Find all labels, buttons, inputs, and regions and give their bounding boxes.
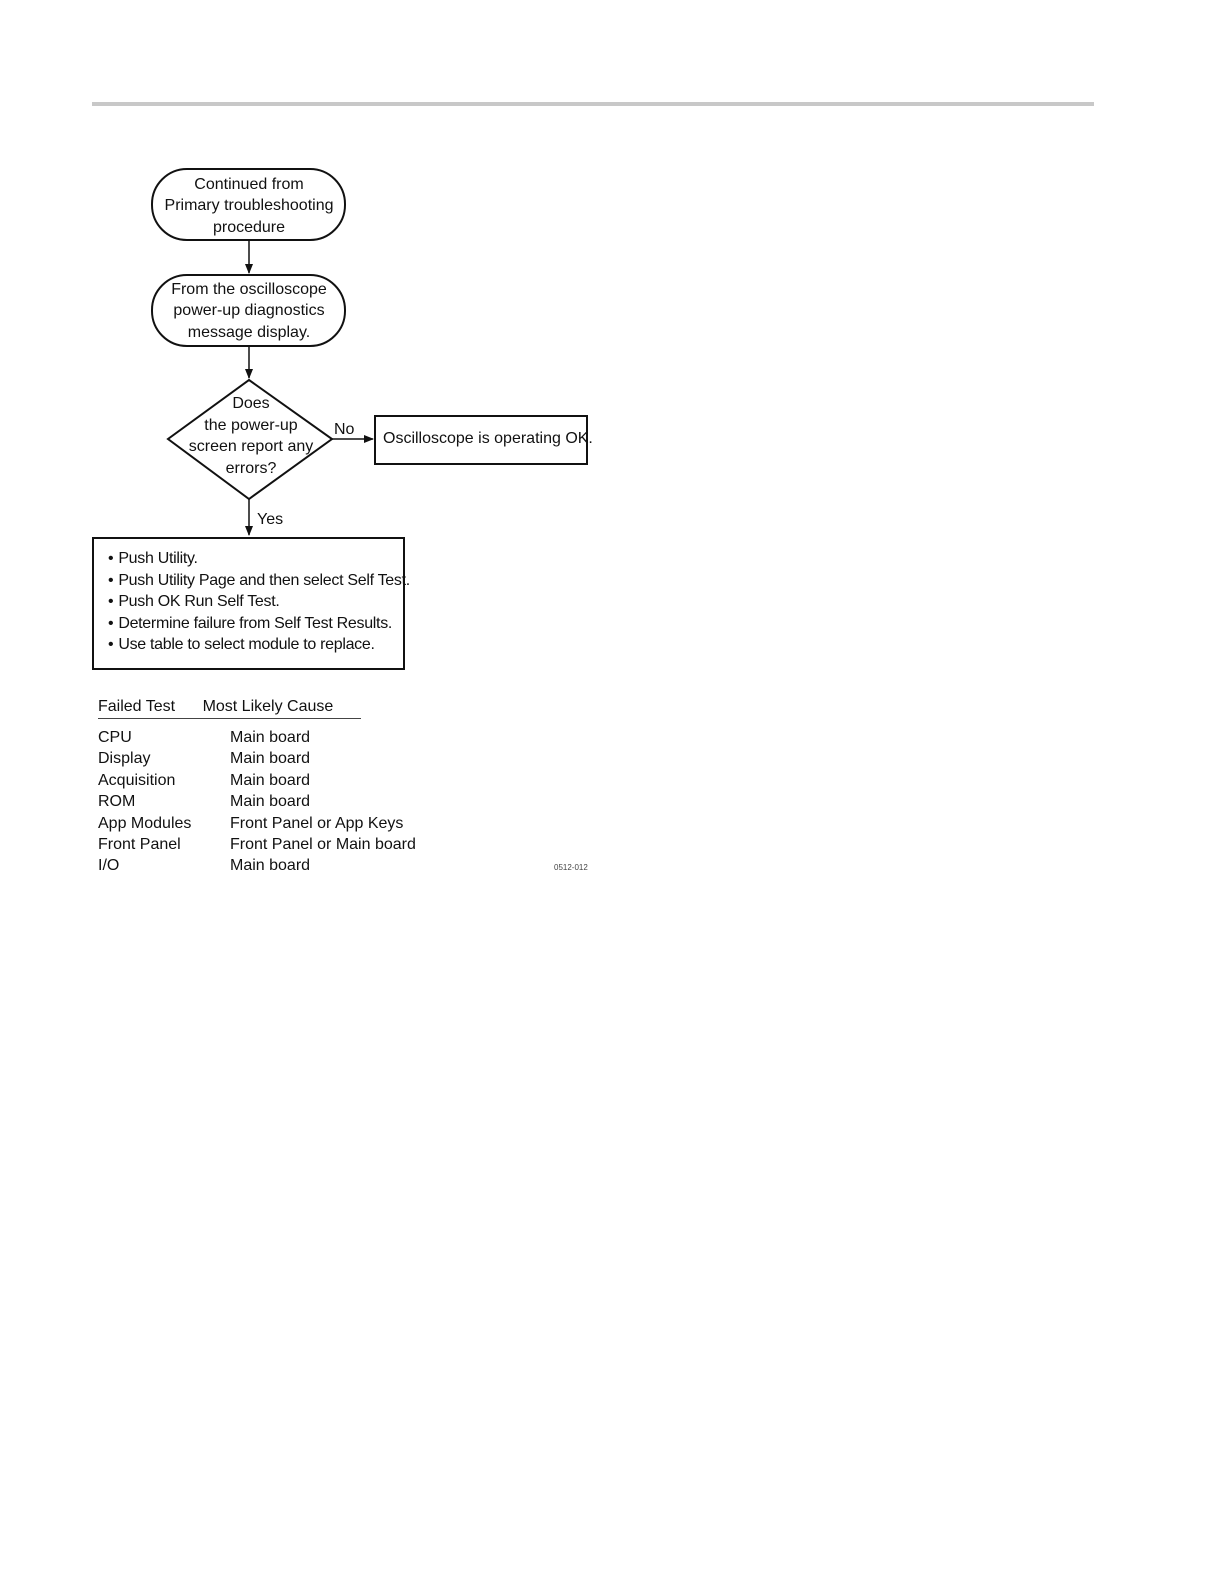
failed-test-cell: CPU	[98, 729, 132, 746]
decision-line-4: errors?	[226, 460, 277, 477]
cause-cell: Main board	[230, 729, 311, 746]
yes-label: Yes	[257, 511, 283, 528]
no-label: No	[334, 421, 355, 438]
decision-line-3: screen report any	[189, 438, 314, 455]
source-line-3: message display.	[188, 324, 310, 341]
source-line-1: From the oscilloscope	[171, 281, 327, 298]
cause-cell: Front Panel or Main board	[230, 835, 416, 853]
failed-test-cell: Front Panel	[98, 835, 181, 853]
step-item: Push Utility.	[108, 548, 403, 570]
cause-cell: Main board	[230, 793, 311, 811]
failed-test-cell: App Modules	[98, 814, 192, 832]
step-item: Push OK Run Self Test.	[108, 591, 403, 613]
header-failed-test: Failed Test	[98, 698, 176, 715]
failed-test-table: Failed Test Most Likely Cause CPU Main b…	[98, 698, 430, 877]
failed-test-cell: Acquisition	[98, 771, 176, 789]
failed-test-cell: ROM	[98, 793, 136, 811]
start-line-3: procedure	[213, 219, 285, 236]
failed-test-cell: I/O	[98, 857, 120, 875]
self-test-steps-box: Push Utility. Push Utility Page and then…	[92, 537, 410, 670]
table-row: Display Main board	[98, 748, 430, 769]
decision-line-1: Does	[232, 395, 269, 412]
header-rule	[92, 102, 1094, 106]
cause-cell: Front Panel or App Keys	[230, 814, 404, 832]
table-row: App Modules Front Panel or App Keys	[98, 813, 430, 834]
ok-result-box: Oscilloscope is operating OK.	[374, 415, 593, 465]
troubleshooting-flowchart: Continued from Primary troubleshooting p…	[151, 168, 593, 536]
cause-cell: Main board	[230, 771, 311, 789]
table-row: I/O Main board	[98, 855, 430, 876]
header-most-likely-cause: Most Likely Cause	[202, 698, 334, 715]
self-test-steps-list: Push Utility. Push Utility Page and then…	[108, 548, 410, 656]
start-line-2: Primary troubleshooting	[165, 197, 334, 214]
ok-result-text: Oscilloscope is operating OK.	[383, 430, 593, 447]
failed-test-cell: Display	[98, 750, 151, 768]
cause-cell: Main board	[230, 857, 311, 875]
table-row: Front Panel Front Panel or Main board	[98, 834, 430, 855]
table-header: Failed Test Most Likely Cause	[98, 698, 361, 719]
start-line-1: Continued from	[194, 176, 303, 193]
table-row: ROM Main board	[98, 791, 430, 812]
table-body: CPU Main board Display Main board Acquis…	[98, 727, 430, 877]
source-terminator: From the oscilloscope power-up diagnosti…	[151, 274, 346, 347]
decision-diamond: Does the power-up screen report any erro…	[166, 378, 334, 501]
step-item: Use table to select module to replace.	[108, 634, 403, 656]
table-row: CPU Main board	[98, 727, 430, 748]
figure-id: 0512-012	[554, 863, 588, 872]
step-item: Determine failure from Self Test Results…	[108, 613, 403, 635]
source-line-2: power-up diagnostics	[173, 302, 324, 319]
table-row: Acquisition Main board	[98, 770, 430, 791]
start-terminator: Continued from Primary troubleshooting p…	[151, 168, 346, 241]
cause-cell: Main board	[230, 750, 311, 768]
step-item: Push Utility Page and then select Self T…	[108, 570, 410, 592]
decision-line-2: the power-up	[204, 417, 297, 434]
